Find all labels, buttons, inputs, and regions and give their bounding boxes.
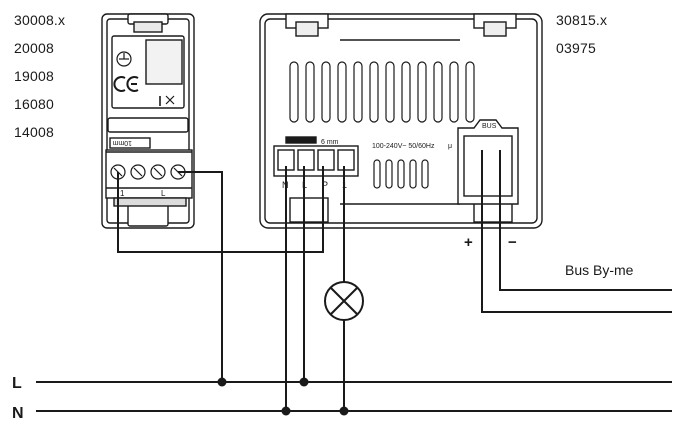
vent-slot <box>369 61 379 123</box>
rating-symbol: μ <box>448 143 452 150</box>
strip-label: 6 mm <box>321 139 339 146</box>
earth-icon <box>116 51 132 67</box>
terminal-label-p: P <box>322 180 328 190</box>
terminal-label-1: 1 <box>120 189 125 198</box>
vent-slot <box>401 61 411 123</box>
vent-slots <box>289 61 475 189</box>
ce-mark-icon <box>113 76 126 92</box>
product-code: 30815.x <box>556 12 608 28</box>
rating-label: 100-240V~ 50/60Hz <box>372 143 435 150</box>
vent-slot <box>289 61 299 123</box>
vent-slot <box>373 159 381 189</box>
product-code: 16080 <box>14 96 54 112</box>
vent-slot <box>321 61 331 123</box>
vent-slot <box>465 61 475 123</box>
product-code: 19008 <box>14 68 54 84</box>
lamp-icon <box>324 281 364 321</box>
vent-slot <box>449 61 459 123</box>
vent-slot <box>409 159 417 189</box>
junction-dots <box>217 377 349 416</box>
bus-label: BUS <box>482 123 497 130</box>
vent-slot <box>397 159 405 189</box>
vent-slot <box>433 61 443 123</box>
product-code: 30008.x <box>14 12 66 28</box>
vent-slot <box>385 61 395 123</box>
line-n-label: N <box>12 405 24 422</box>
strip-label: 10mm <box>112 139 132 146</box>
left-device <box>101 13 195 229</box>
product-code: 14008 <box>14 124 54 140</box>
product-code: 20008 <box>14 40 54 56</box>
line-l-label: L <box>12 375 22 392</box>
bus-minus-label: − <box>508 234 517 251</box>
vent-slot <box>385 159 393 189</box>
vent-slot <box>417 61 427 123</box>
terminal-label-l: L <box>161 189 166 198</box>
wires <box>36 150 672 412</box>
product-code: 03975 <box>556 40 596 56</box>
bus-caption: Bus By-me <box>565 262 634 278</box>
vent-slot <box>337 61 347 123</box>
bus-plus-label: + <box>464 234 473 251</box>
vent-slot <box>421 159 429 189</box>
vent-slot <box>305 61 315 123</box>
vent-slot <box>353 61 363 123</box>
